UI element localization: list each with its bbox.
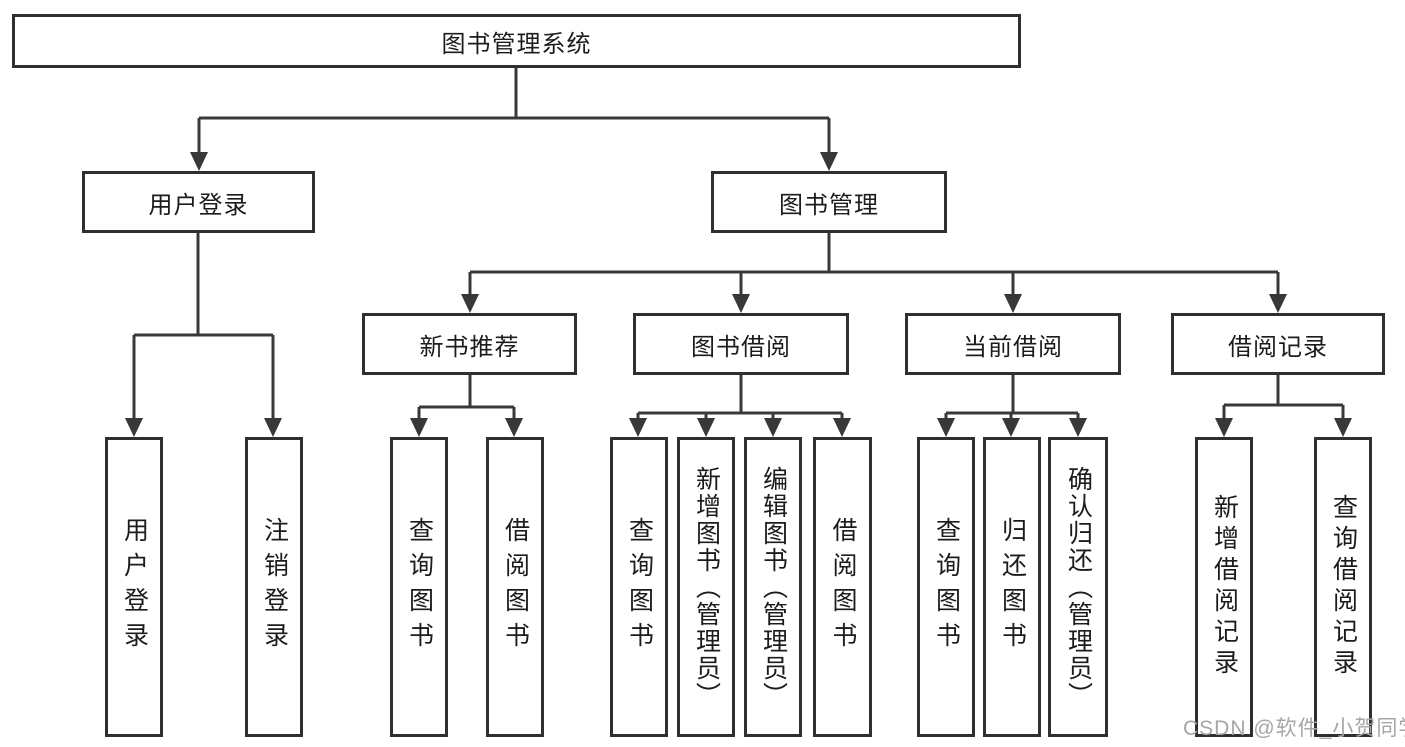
node-borrow-record: 借阅记录 [1171, 313, 1385, 375]
leaf-query-books-borrow: 查询图书 [610, 437, 668, 737]
node-new-book-recommend: 新书推荐 [362, 313, 577, 375]
leaf-user-login-label: 用户登录 [120, 517, 149, 657]
node-book-management: 图书管理 [711, 171, 947, 233]
leaf-add-borrow-record: 新增借阅记录 [1195, 437, 1253, 737]
leaf-query-books-recommend: 查询图书 [390, 437, 448, 737]
leaf-borrow-books-label: 借阅图书 [829, 517, 857, 657]
node-user-login-label: 用户登录 [148, 191, 249, 219]
leaf-borrow-books-recommend-label: 借阅图书 [501, 517, 530, 657]
leaf-confirm-return-admin: 确认归还（管理员） [1048, 437, 1108, 737]
watermark: CSDN @软件_小贺同学 [1183, 717, 1405, 740]
leaf-query-books-recommend-label: 查询图书 [405, 517, 434, 657]
leaf-query-books-borrow-label: 查询图书 [625, 517, 654, 657]
leaf-query-borrow-record-label: 查询借阅记录 [1329, 494, 1358, 680]
leaf-edit-book-admin: 编辑图书（管理员） [744, 437, 802, 737]
node-book-borrow: 图书借阅 [633, 313, 849, 375]
leaf-logout-label: 注销登录 [260, 517, 289, 657]
leaf-edit-book-admin-label: 编辑图书（管理员） [759, 465, 788, 709]
leaf-add-borrow-record-label: 新增借阅记录 [1210, 494, 1239, 680]
node-new-book-recommend-label: 新书推荐 [419, 333, 520, 361]
leaf-add-book-admin-label: 新增图书（管理员） [692, 465, 721, 709]
leaf-return-book: 归还图书 [983, 437, 1041, 737]
leaf-borrow-books-recommend: 借阅图书 [486, 437, 544, 737]
leaf-query-borrow-record: 查询借阅记录 [1314, 437, 1372, 737]
leaf-logout: 注销登录 [245, 437, 303, 737]
leaf-borrow-books: 借阅图书 [813, 437, 872, 737]
node-borrow-record-label: 借阅记录 [1228, 333, 1328, 361]
node-book-management-label: 图书管理 [779, 191, 879, 219]
leaf-query-books-current-label: 查询图书 [932, 517, 961, 657]
node-user-login: 用户登录 [82, 171, 315, 233]
leaf-add-book-admin: 新增图书（管理员） [677, 437, 735, 737]
node-current-borrow-label: 当前借阅 [963, 333, 1063, 361]
leaf-return-book-label: 归还图书 [998, 517, 1027, 657]
node-book-borrow-label: 图书借阅 [691, 333, 791, 361]
leaf-user-login: 用户登录 [105, 437, 163, 737]
node-root: 图书管理系统 [12, 14, 1021, 68]
node-current-borrow: 当前借阅 [905, 313, 1121, 375]
leaf-query-books-current: 查询图书 [917, 437, 975, 737]
node-root-label: 图书管理系统 [441, 30, 592, 58]
leaf-confirm-return-admin-label: 确认归还（管理员） [1064, 465, 1093, 709]
